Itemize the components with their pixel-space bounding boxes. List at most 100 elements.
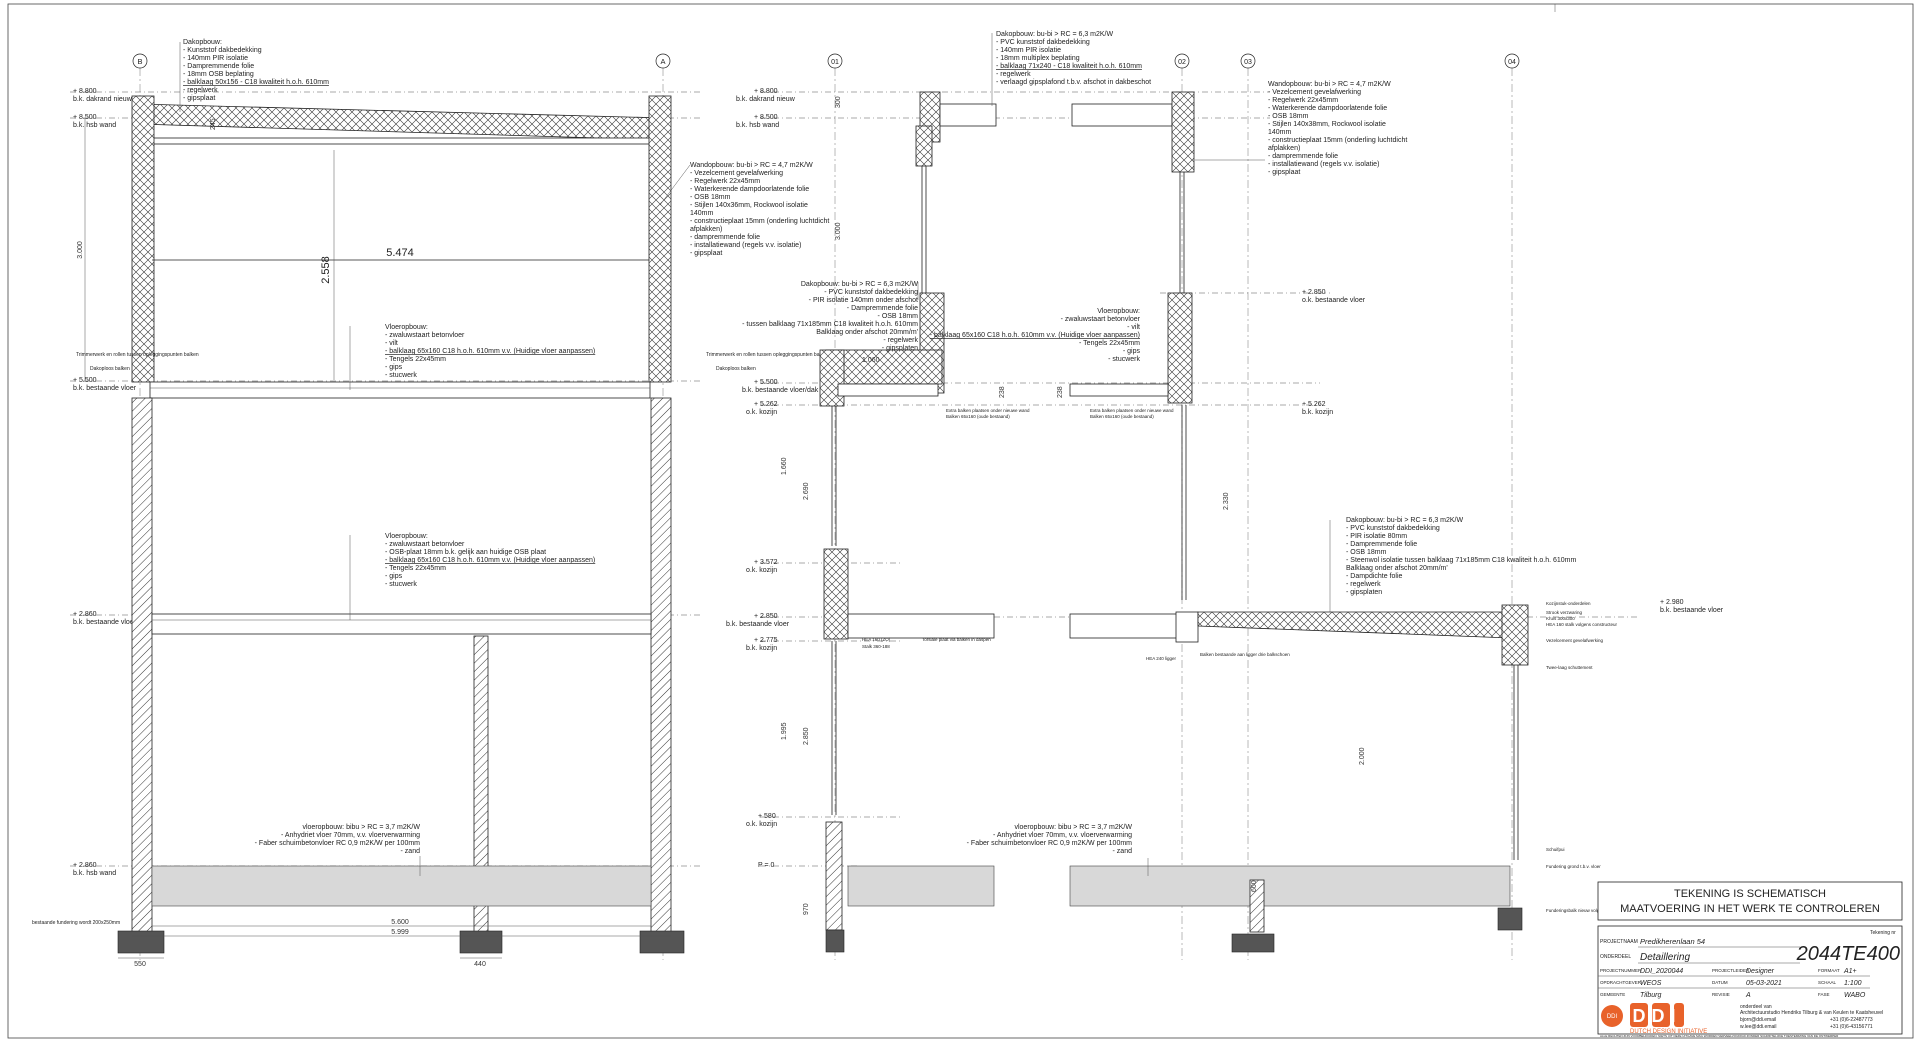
svg-text:Dakopbouw: bu-bi > RC = 6,3 m2: Dakopbouw: bu-bi > RC = 6,3 m2K/W — [1346, 517, 1464, 524]
left-wall-note: Wandopbouw: bu-bi > RC = 4,7 m2K/W - Vez… — [659, 162, 829, 257]
svg-text:- Stijlen 140x36mm, Rockwool i: - Stijlen 140x36mm, Rockwool isolatie — [690, 202, 808, 209]
svg-text:- installatiewand (regels v.v.: - installatiewand (regels v.v. isolatie) — [690, 242, 801, 249]
svg-text:b.k. bestaande vloer/dak: b.k. bestaande vloer/dak — [742, 387, 819, 394]
svg-text:PROJECTLEIDER: PROJECTLEIDER — [1712, 968, 1750, 973]
svg-text:WABO: WABO — [1844, 992, 1866, 999]
svg-text:- regelwerk: - regelwerk — [1346, 581, 1381, 588]
svg-text:A1+: A1+ — [1843, 968, 1857, 975]
svg-text:o.k. kozijn: o.k. kozijn — [746, 821, 777, 828]
svg-text:b.k. bestaande vloer: b.k. bestaande vloer — [73, 385, 137, 392]
svg-text:Funderingsbalk nieuw volgens c: Funderingsbalk nieuw volgens constructeu… — [1546, 908, 1633, 913]
svg-text:3.000: 3.000 — [835, 222, 842, 240]
svg-text:- installatiewand (regels v.v.: - installatiewand (regels v.v. isolatie) — [1268, 161, 1379, 168]
svg-text:- Dampdichte folie: - Dampdichte folie — [1346, 573, 1403, 580]
svg-text:- balklaag 71x240 - C18 kwalit: - balklaag 71x240 - C18 kwaliteit h.o.h.… — [996, 63, 1142, 70]
svg-text:FORMAAT: FORMAAT — [1818, 968, 1840, 973]
svg-text:04: 04 — [1508, 59, 1516, 66]
svg-text:- stucwerk: - stucwerk — [385, 372, 417, 379]
svg-text:- PVC kunststof dakbedekking: - PVC kunststof dakbedekking — [996, 39, 1090, 46]
grid-bubble-04: 04 — [1504, 53, 1520, 69]
svg-text:o.k. kozijn: o.k. kozijn — [746, 409, 777, 416]
ground-slab — [151, 865, 652, 907]
svg-text:- Waterkerende dampdoorlatende: - Waterkerende dampdoorlatende folie — [1268, 105, 1387, 112]
svg-text:550: 550 — [134, 961, 146, 968]
svg-text:03: 03 — [1244, 59, 1252, 66]
svg-text:b.k. dakrand nieuw: b.k. dakrand nieuw — [736, 96, 796, 103]
svg-text:- Stijlen 140x38mm, Rockwool i: - Stijlen 140x38mm, Rockwool isolatie — [1268, 121, 1386, 128]
svg-text:5.999: 5.999 — [391, 929, 409, 936]
svg-text:+ 2.980: + 2.980 — [1660, 599, 1684, 606]
svg-text:Schuifpui: Schuifpui — [1546, 847, 1565, 852]
svg-text:238: 238 — [999, 386, 1006, 398]
svg-text:238: 238 — [1057, 386, 1064, 398]
svg-text:Designer: Designer — [1746, 968, 1775, 975]
svg-text:Dakopbouw: bu-bi > RC = 6,3 m2: Dakopbouw: bu-bi > RC = 6,3 m2K/W — [801, 281, 919, 288]
svg-text:- vilt: - vilt — [1127, 324, 1140, 331]
svg-text:- gipsplaten: - gipsplaten — [882, 345, 918, 352]
svg-text:Strook verzwaring: Strook verzwaring — [1546, 610, 1583, 615]
svg-text:afplakken): afplakken) — [690, 226, 722, 233]
svg-text:- stucwerk: - stucwerk — [385, 581, 417, 588]
svg-text:Dakopbouw:: Dakopbouw: — [183, 39, 222, 46]
svg-text:2.330: 2.330 — [1223, 492, 1230, 510]
upper-wall-left — [131, 95, 155, 383]
svg-text:o.k. kozijn: o.k. kozijn — [746, 567, 777, 574]
svg-text:+ 5.500: + 5.500 — [754, 379, 778, 386]
svg-text:- regelwerk: - regelwerk — [996, 71, 1031, 78]
svg-text:440: 440 — [474, 961, 486, 968]
svg-text:b.k. hsb wand: b.k. hsb wand — [73, 870, 116, 877]
svg-text:b.k. bestaande vloer: b.k. bestaande vloer — [726, 621, 790, 628]
svg-text:Kruis 300x300: Kruis 300x300 — [1546, 616, 1575, 621]
svg-text:Dakoploos balken: Dakoploos balken — [90, 366, 130, 372]
svg-text:Vezelcement gevelafwerking: Vezelcement gevelafwerking — [1546, 638, 1604, 643]
svg-text:HEA 160 stalk volgens construc: HEA 160 stalk volgens constructeur — [1546, 622, 1618, 627]
upper-wall-right — [648, 95, 672, 383]
svg-text:- Tengels 22x45mm: - Tengels 22x45mm — [385, 565, 446, 572]
svg-text:140mm: 140mm — [1268, 129, 1292, 136]
svg-text:- constructieplaat 15mm (onder: - constructieplaat 15mm (onderling lucht… — [1268, 137, 1407, 144]
svg-text:- Kunststof dakbedekking: - Kunststof dakbedekking — [183, 47, 262, 54]
left-ground-note: vloeropbouw: bibu > RC = 3,7 m2K/W - Anh… — [255, 824, 420, 876]
svg-text:DDI: DDI — [1633, 1006, 1682, 1026]
svg-text:- PIR isolatie 80mm: - PIR isolatie 80mm — [1346, 533, 1407, 540]
svg-text:- Regelwerk 22x45mm: - Regelwerk 22x45mm — [1268, 97, 1338, 104]
svg-text:Tilburg: Tilburg — [1640, 992, 1661, 999]
drawing-number: 2044TE400 — [1796, 943, 1900, 965]
svg-text:ALLE RECHTEN ZIJN VOORBEHOUDEN: ALLE RECHTEN ZIJN VOORBEHOUDEN. NIETS UI… — [1600, 1034, 1839, 1038]
svg-text:REVISIE: REVISIE — [1712, 992, 1730, 997]
svg-text:- OSB 18mm: - OSB 18mm — [1346, 549, 1387, 556]
svg-text:Extra balken plaatsen onder ni: Extra balken plaatsen onder nieuwe wand — [946, 408, 1030, 413]
svg-text:5.600: 5.600 — [391, 919, 409, 926]
svg-text:w.lee@ddi.email: w.lee@ddi.email — [1740, 1024, 1776, 1030]
svg-text:Vloeropbouw:: Vloeropbouw: — [385, 324, 428, 331]
svg-text:+ 580: + 580 — [758, 813, 776, 820]
svg-text:- tussen balklaag 71x185mm C18: - tussen balklaag 71x185mm C18 kwaliteit… — [742, 321, 918, 328]
low-roof — [1197, 611, 1511, 639]
svg-text:+31 (0)6-43156771: +31 (0)6-43156771 — [1830, 1024, 1873, 1030]
svg-text:A: A — [660, 57, 665, 66]
svg-text:Architectuurstudio Hendriks Ti: Architectuurstudio Hendriks Tilburg & va… — [1740, 1010, 1883, 1016]
svg-text:- gips: - gips — [1123, 348, 1141, 355]
svg-text:Tekening nr: Tekening nr — [1870, 930, 1896, 936]
svg-text:1:100: 1:100 — [1844, 980, 1862, 987]
svg-text:FASE: FASE — [1818, 992, 1830, 997]
title-rows: PROJECTNUMMER DDI_2020044 PROJECTLEIDER … — [1598, 968, 1870, 999]
svg-text:- gipsplaat: - gipsplaat — [690, 250, 722, 257]
svg-text:OPDRACHTGEVER: OPDRACHTGEVER — [1600, 980, 1642, 985]
right-ground-note: vloeropbouw: bibu > RC = 3,7 m2K/W - Anh… — [967, 824, 1149, 876]
svg-text:- Faber schuimbetonvloer RC 0,: - Faber schuimbetonvloer RC 0,9 m2K/W pe… — [967, 840, 1133, 847]
svg-text:+ 2.860: + 2.860 — [73, 611, 97, 618]
svg-text:DUTCH DESIGN INITIATIVE: DUTCH DESIGN INITIATIVE — [1630, 1029, 1707, 1035]
svg-text:1.995: 1.995 — [781, 722, 788, 740]
svg-text:bestaande fundering wordt 200x: bestaande fundering wordt 200x250mm — [32, 920, 120, 926]
svg-text:- Anhydriet vloer 70mm, v.v. v: - Anhydriet vloer 70mm, v.v. vloerverwar… — [993, 832, 1132, 839]
svg-text:+ 2.775: + 2.775 — [754, 637, 778, 644]
svg-text:- Dampremmende folie: - Dampremmende folie — [847, 305, 918, 312]
svg-text:Balken bestaande aan ligger dr: Balken bestaande aan ligger drie balksch… — [1200, 652, 1290, 657]
svg-text:2.850: 2.850 — [803, 727, 810, 745]
svg-text:- OSB 18mm: - OSB 18mm — [1268, 113, 1309, 120]
svg-text:afplakken): afplakken) — [1268, 145, 1300, 152]
svg-text:05-03-2021: 05-03-2021 — [1746, 980, 1782, 987]
svg-text:- balklaag 65x160 C18 h.o.h. 6: - balklaag 65x160 C18 h.o.h. 610mm v.v. … — [385, 557, 595, 564]
svg-text:970: 970 — [803, 903, 810, 915]
